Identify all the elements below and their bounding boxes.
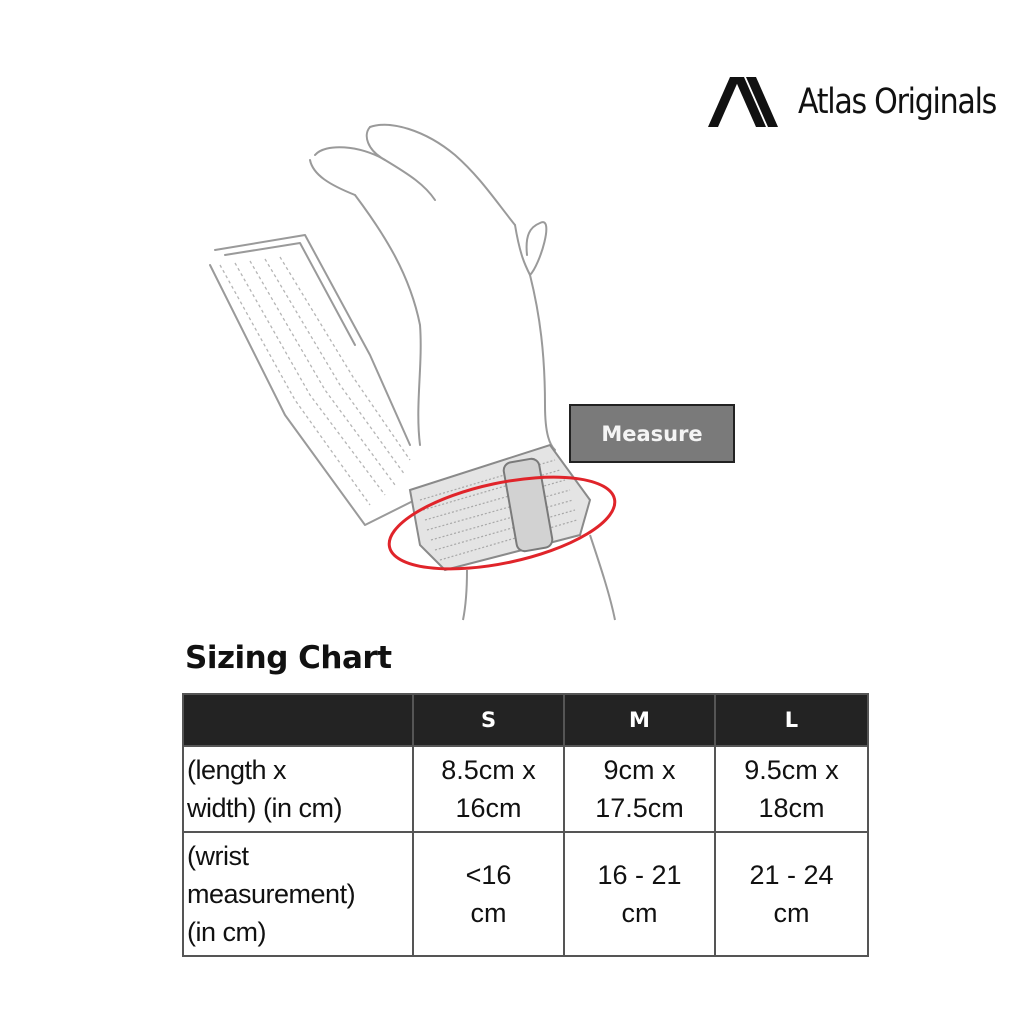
cell-line: 21 - 24 xyxy=(749,860,834,890)
cell-wrist-s: <16 cm xyxy=(412,831,565,957)
cell-line: 17.5cm xyxy=(595,793,684,823)
header-cell-l: L xyxy=(714,693,869,747)
row-label-dimensions: (length x width) (in cm) xyxy=(182,745,414,833)
cell-line: 9cm x xyxy=(603,755,676,785)
cell-line: cm xyxy=(621,898,658,928)
row-label-line: (length x xyxy=(187,755,287,785)
cell-line: 18cm xyxy=(758,793,825,823)
measure-label-box: Measure xyxy=(569,404,735,463)
header-cell-m: M xyxy=(563,693,716,747)
cell-line: cm xyxy=(470,898,507,928)
cell-dimensions-l: 9.5cm x 18cm xyxy=(714,745,869,833)
row-label-line: measurement) xyxy=(187,879,356,909)
table-row: (wrist measurement) (in cm) <16 cm 16 - … xyxy=(182,831,869,957)
brand-name: Atlas Originals xyxy=(798,82,997,122)
cell-line: cm xyxy=(773,898,810,928)
cell-dimensions-s: 8.5cm x 16cm xyxy=(412,745,565,833)
table-row: (length x width) (in cm) 8.5cm x 16cm 9c… xyxy=(182,745,869,833)
row-label-line: (in cm) xyxy=(187,917,267,947)
brand-header: Atlas Originals xyxy=(708,72,1024,132)
row-label-line: (wrist xyxy=(187,841,249,871)
atlas-mountain-logo-icon xyxy=(708,77,778,127)
hand-with-wrist-wrap-icon xyxy=(209,123,617,621)
cell-line: <16 xyxy=(465,860,512,890)
row-label-line: width) (in cm) xyxy=(187,793,343,823)
cell-wrist-l: 21 - 24 cm xyxy=(714,831,869,957)
cell-line: 8.5cm x xyxy=(441,755,536,785)
sizing-chart-title: Sizing Chart xyxy=(185,640,392,676)
cell-line: 9.5cm x xyxy=(744,755,839,785)
table-header-row: S M L xyxy=(182,693,869,747)
cell-line: 16cm xyxy=(455,793,522,823)
cell-dimensions-m: 9cm x 17.5cm xyxy=(563,745,716,833)
sizing-chart-table: S M L (length x width) (in cm) 8.5cm x 1… xyxy=(182,693,869,957)
header-cell-empty xyxy=(182,693,414,747)
cell-wrist-m: 16 - 21 cm xyxy=(563,831,716,957)
measure-label: Measure xyxy=(601,421,703,446)
row-label-wrist: (wrist measurement) (in cm) xyxy=(182,831,414,957)
header-cell-s: S xyxy=(412,693,565,747)
cell-line: 16 - 21 xyxy=(597,860,682,890)
